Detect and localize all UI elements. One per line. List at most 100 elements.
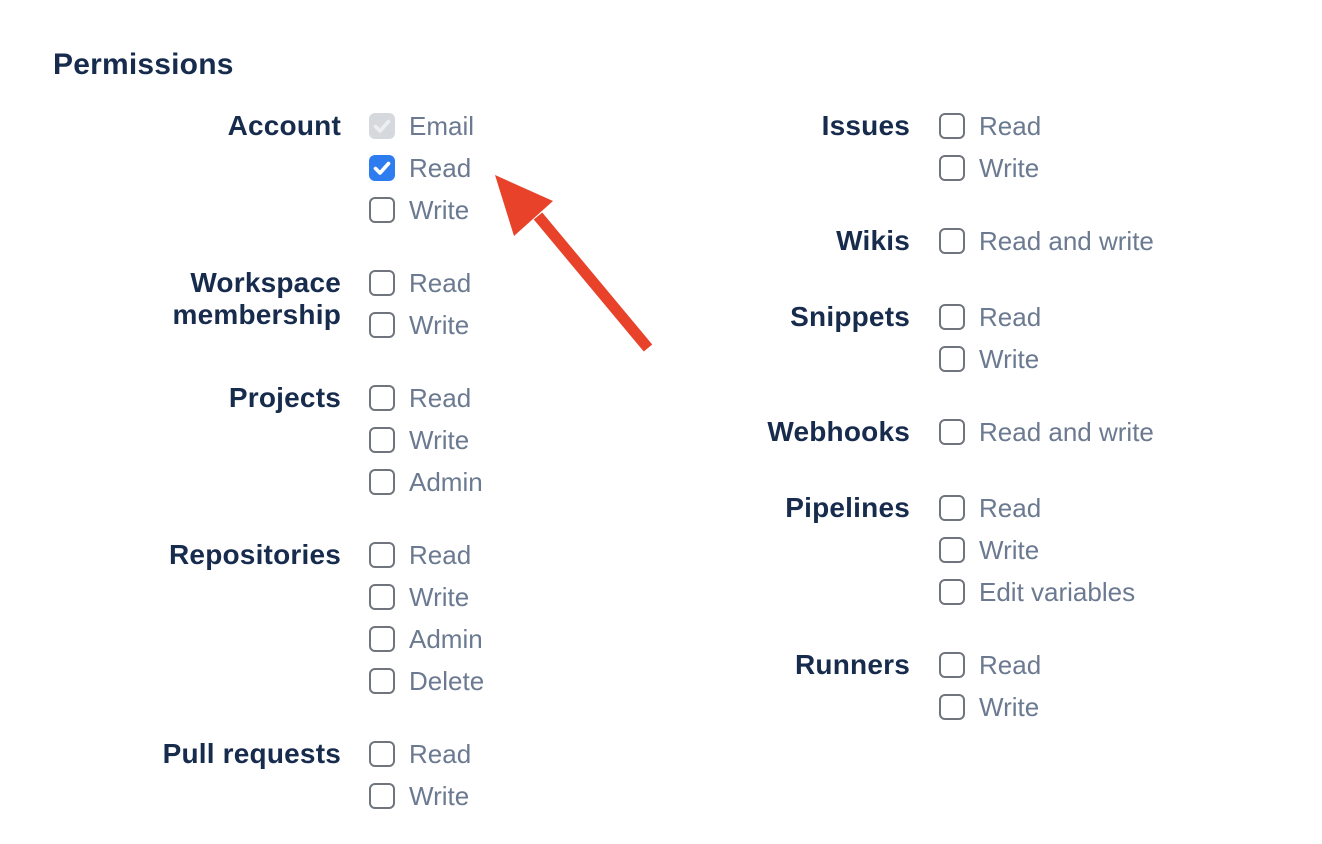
option-label-repositories-admin[interactable]: Admin [409,624,483,654]
webhooks-read-and-write-checkbox[interactable] [939,419,965,445]
permission-group-webhooks: Webhooks Read and write [660,416,1154,448]
option-label-workspace-membership-read[interactable]: Read [409,268,472,298]
option-label-projects-write[interactable]: Write [409,425,470,455]
projects-admin-checkbox[interactable] [369,469,395,495]
issues-read-checkbox[interactable] [939,113,965,139]
checkbox-row-projects-write[interactable]: Write [369,427,483,453]
option-label-issues-write[interactable]: Write [979,153,1040,183]
option-label-pipelines-edit-variables[interactable]: Edit variables [979,577,1136,607]
projects-write-checkbox[interactable] [369,427,395,453]
checkbox-row-pull-requests-read[interactable]: Read [369,741,471,767]
group-label-pipelines: Pipelines [785,492,910,523]
checkbox-row-repositories-admin[interactable]: Admin [369,626,484,652]
group-label-account: Account [227,110,341,141]
account-write-checkbox[interactable] [369,197,395,223]
wikis-read-and-write-checkbox[interactable] [939,228,965,254]
option-label-repositories-read[interactable]: Read [409,540,472,570]
checkbox-row-webhooks-read-and-write[interactable]: Read and write [939,419,1154,445]
checkbox-row-wikis-read-and-write[interactable]: Read and write [939,228,1154,254]
checkbox-row-repositories-write[interactable]: Write [369,584,484,610]
projects-read-checkbox[interactable] [369,385,395,411]
checkbox-row-runners-read[interactable]: Read [939,652,1041,678]
group-label-repositories: Repositories [169,539,341,570]
checkbox-row-repositories-delete[interactable]: Delete [369,668,484,694]
workspace-membership-write-checkbox[interactable] [369,312,395,338]
option-label-pull-requests-write[interactable]: Write [409,781,470,811]
repositories-delete-checkbox[interactable] [369,668,395,694]
checkbox-row-snippets-read[interactable]: Read [939,304,1041,330]
group-label-workspace-membership: Workspace membership [172,267,341,330]
option-label-snippets-write[interactable]: Write [979,344,1040,374]
workspace-membership-read-checkbox[interactable] [369,270,395,296]
snippets-read-checkbox[interactable] [939,304,965,330]
checkbox-row-pipelines-write[interactable]: Write [939,537,1135,563]
checkbox-row-pull-requests-write[interactable]: Write [369,783,471,809]
option-label-runners-read[interactable]: Read [979,650,1042,680]
option-label-snippets-read[interactable]: Read [979,302,1042,332]
checkbox-row-issues-read[interactable]: Read [939,113,1041,139]
repositories-write-checkbox[interactable] [369,584,395,610]
account-read-checkbox[interactable] [369,155,395,181]
annotation-arrow-head [495,175,553,236]
check-icon [373,161,391,175]
account-email-checkbox [369,113,395,139]
snippets-write-checkbox[interactable] [939,346,965,372]
option-label-pipelines-read[interactable]: Read [979,493,1042,523]
option-label-projects-admin[interactable]: Admin [409,467,483,497]
checkbox-row-workspace-membership-read[interactable]: Read [369,270,471,296]
group-label-runners: Runners [795,649,910,680]
option-label-workspace-membership-write[interactable]: Write [409,310,470,340]
permission-group-wikis: Wikis Read and write [660,225,1154,257]
issues-write-checkbox[interactable] [939,155,965,181]
option-label-repositories-delete[interactable]: Delete [409,666,485,696]
checkbox-row-issues-write[interactable]: Write [939,155,1041,181]
pipelines-write-checkbox[interactable] [939,537,965,563]
pipelines-edit-variables-checkbox[interactable] [939,579,965,605]
annotation-arrow-shaft [533,212,653,352]
checkbox-row-account-read[interactable]: Read [369,155,474,181]
group-label-wikis: Wikis [836,225,910,256]
checkbox-row-runners-write[interactable]: Write [939,694,1041,720]
checkbox-row-account-write[interactable]: Write [369,197,474,223]
option-label-repositories-write[interactable]: Write [409,582,470,612]
repositories-read-checkbox[interactable] [369,542,395,568]
checkbox-row-repositories-read[interactable]: Read [369,542,484,568]
permissions-heading: Permissions [53,48,234,81]
option-label-account-read[interactable]: Read [409,153,472,183]
checkbox-row-pipelines-edit-variables[interactable]: Edit variables [939,579,1135,605]
repositories-admin-checkbox[interactable] [369,626,395,652]
option-label-webhooks-read-and-write[interactable]: Read and write [979,417,1154,447]
group-label-webhooks: Webhooks [767,416,910,447]
checkbox-row-pipelines-read[interactable]: Read [939,495,1135,521]
option-label-pipelines-write[interactable]: Write [979,535,1040,565]
pipelines-read-checkbox[interactable] [939,495,965,521]
pull-requests-read-checkbox[interactable] [369,741,395,767]
option-label-account-write[interactable]: Write [409,195,470,225]
checkbox-row-snippets-write[interactable]: Write [939,346,1041,372]
checkbox-row-projects-admin[interactable]: Admin [369,469,483,495]
option-label-projects-read[interactable]: Read [409,383,472,413]
option-label-issues-read[interactable]: Read [979,111,1042,141]
option-label-wikis-read-and-write[interactable]: Read and write [979,226,1154,256]
checkbox-row-workspace-membership-write[interactable]: Write [369,312,471,338]
option-label-runners-write[interactable]: Write [979,692,1040,722]
checkbox-row-projects-read[interactable]: Read [369,385,483,411]
options-list-wikis: Read and write [939,228,1154,254]
runners-write-checkbox[interactable] [939,694,965,720]
pull-requests-write-checkbox[interactable] [369,783,395,809]
option-label-pull-requests-read[interactable]: Read [409,739,472,769]
runners-read-checkbox[interactable] [939,652,965,678]
